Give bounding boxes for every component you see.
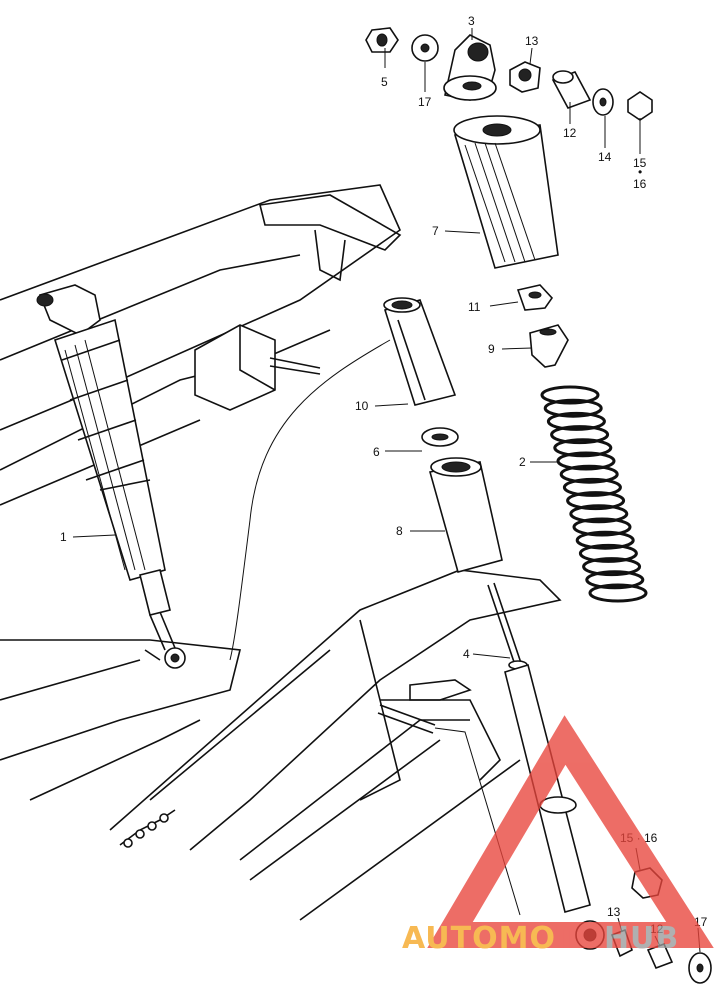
spring-coil (553, 438, 613, 458)
spring-coil (582, 557, 642, 577)
part-5-nut (365, 27, 399, 53)
part-15-cap-nut (627, 91, 653, 121)
part-14-washer (592, 88, 614, 116)
spring-coil (546, 411, 606, 431)
spring-coil (569, 504, 629, 524)
callout-13-top: 13 (525, 34, 539, 48)
callout-13-bottom: 13 (607, 905, 621, 919)
callout-6: 6 (373, 445, 380, 459)
watermark-brand-part1: AUTOMO (402, 921, 556, 956)
spring-coil (556, 451, 616, 471)
spring-coil (585, 570, 645, 590)
callout-8: 8 (396, 524, 403, 538)
callout-14: 14 (598, 150, 612, 164)
part-12-collar (551, 70, 592, 109)
part-3-upper-mount (443, 34, 497, 101)
part-7-upper-cover (453, 115, 559, 269)
watermark: AUTOMOTOHUB (402, 715, 714, 956)
callout-dot-top: • (638, 165, 642, 179)
spring-coil (575, 530, 635, 550)
part-8-cylinder (428, 457, 503, 573)
callout-15-top: 15 (633, 156, 647, 170)
spring-coil (572, 517, 632, 537)
part-6-washer (421, 427, 459, 447)
spring-coil (588, 583, 648, 603)
watermark-brand-part2: TO (556, 921, 604, 956)
assembled-shock-absorber (36, 284, 186, 669)
spring-coil (562, 477, 622, 497)
drive-chain (119, 809, 176, 848)
part-9-stopper-rubber (529, 324, 569, 368)
top-hardware-row (365, 27, 653, 121)
part-11-spring-seat (516, 284, 554, 311)
callout-16-top: 16 (633, 177, 647, 191)
callout-2: 2 (519, 455, 526, 469)
spring-coil (566, 491, 626, 511)
callout-9: 9 (488, 342, 495, 356)
callout-5: 5 (381, 75, 388, 89)
frame-lines (0, 184, 562, 921)
callout-17-top: 17 (418, 95, 432, 109)
warning-triangle-logo-icon (427, 715, 714, 948)
callout-3: 3 (468, 14, 475, 28)
spring-coil (540, 385, 600, 405)
callout-4: 4 (463, 647, 470, 661)
part-2-spring (540, 385, 648, 603)
part-17-washer (411, 34, 439, 62)
watermark-brand: AUTOMOTOHUB (402, 921, 679, 956)
callout-12-top: 12 (563, 126, 577, 140)
callout-1: 1 (60, 530, 67, 544)
part-10-lower-cover (383, 297, 457, 406)
callout-10: 10 (355, 399, 369, 413)
callout-7: 7 (432, 224, 439, 238)
watermark-brand-part3: HUB (604, 921, 679, 956)
part-13-bushing (509, 61, 541, 93)
spring-coil (550, 425, 610, 445)
spring-coil (578, 543, 638, 563)
spring-coil (543, 398, 603, 418)
spring-coil (559, 464, 619, 484)
callout-11: 11 (468, 300, 481, 314)
